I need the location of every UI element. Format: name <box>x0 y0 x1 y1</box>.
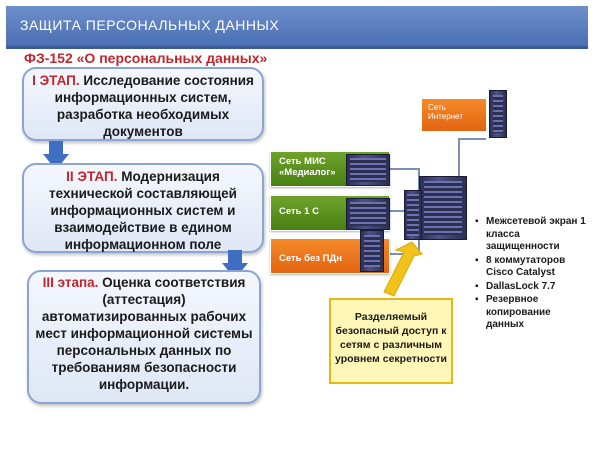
callout-box: Разделяемый безопасный доступ к сетям с … <box>329 298 453 384</box>
stage-2-box: II ЭТАП. Модернизация технической состав… <box>22 163 264 253</box>
network-internet: Сеть Интернет <box>421 98 487 132</box>
callout-text: Разделяемый безопасный доступ к сетям с … <box>335 311 447 365</box>
list-item: Межсетевой экран 1 класса защищенности <box>475 216 590 254</box>
stage-3-label: III этапа. <box>42 275 99 290</box>
firewall-rack-icon <box>419 176 467 240</box>
arrow-down-icon <box>43 141 69 170</box>
list-item: 8 коммутаторов Cisco Catalyst <box>475 255 590 280</box>
network-no-pd-label: Сеть без ПДн <box>279 253 342 264</box>
stage-1-box: I ЭТАП. Исследование состояния информаци… <box>22 67 264 141</box>
server-tower-icon <box>360 230 384 272</box>
server-rack-icon <box>346 198 390 230</box>
stage-1-label: I ЭТАП. <box>32 73 80 88</box>
title-bar: ЗАЩИТА ПЕРСОНАЛЬНЫХ ДАННЫХ <box>6 6 588 49</box>
page-title: ЗАЩИТА ПЕРСОНАЛЬНЫХ ДАННЫХ <box>20 17 280 33</box>
list-item: Резервное копирование данных <box>475 294 590 332</box>
connector-line <box>458 138 460 178</box>
law-heading: ФЗ-152 «О персональных данных» <box>24 50 268 66</box>
server-rack-icon <box>346 154 390 186</box>
features-list: Межсетевой экран 1 класса защищенности 8… <box>472 216 590 333</box>
callout-arrow-icon <box>368 240 428 300</box>
connector-line <box>389 168 419 170</box>
stage-3-text: Оценка соответствия (аттестация) автомат… <box>35 275 253 392</box>
stage-2-label: II ЭТАП. <box>66 169 118 184</box>
server-rack-icon <box>404 190 422 240</box>
stage-1-text: Исследование состояния информационных си… <box>54 73 254 139</box>
network-mis-label: Сеть МИС «Медиалог» <box>279 156 336 178</box>
connector-line <box>458 138 486 140</box>
stage-3-box: III этапа. Оценка соответствия (аттестац… <box>27 270 261 404</box>
server-tower-icon <box>489 90 507 138</box>
list-item: DallasLock 7.7 <box>475 281 590 294</box>
stage-2-text: Модернизация технической составляющей ин… <box>49 169 237 252</box>
network-1c-label: Сеть 1 С <box>279 206 319 217</box>
